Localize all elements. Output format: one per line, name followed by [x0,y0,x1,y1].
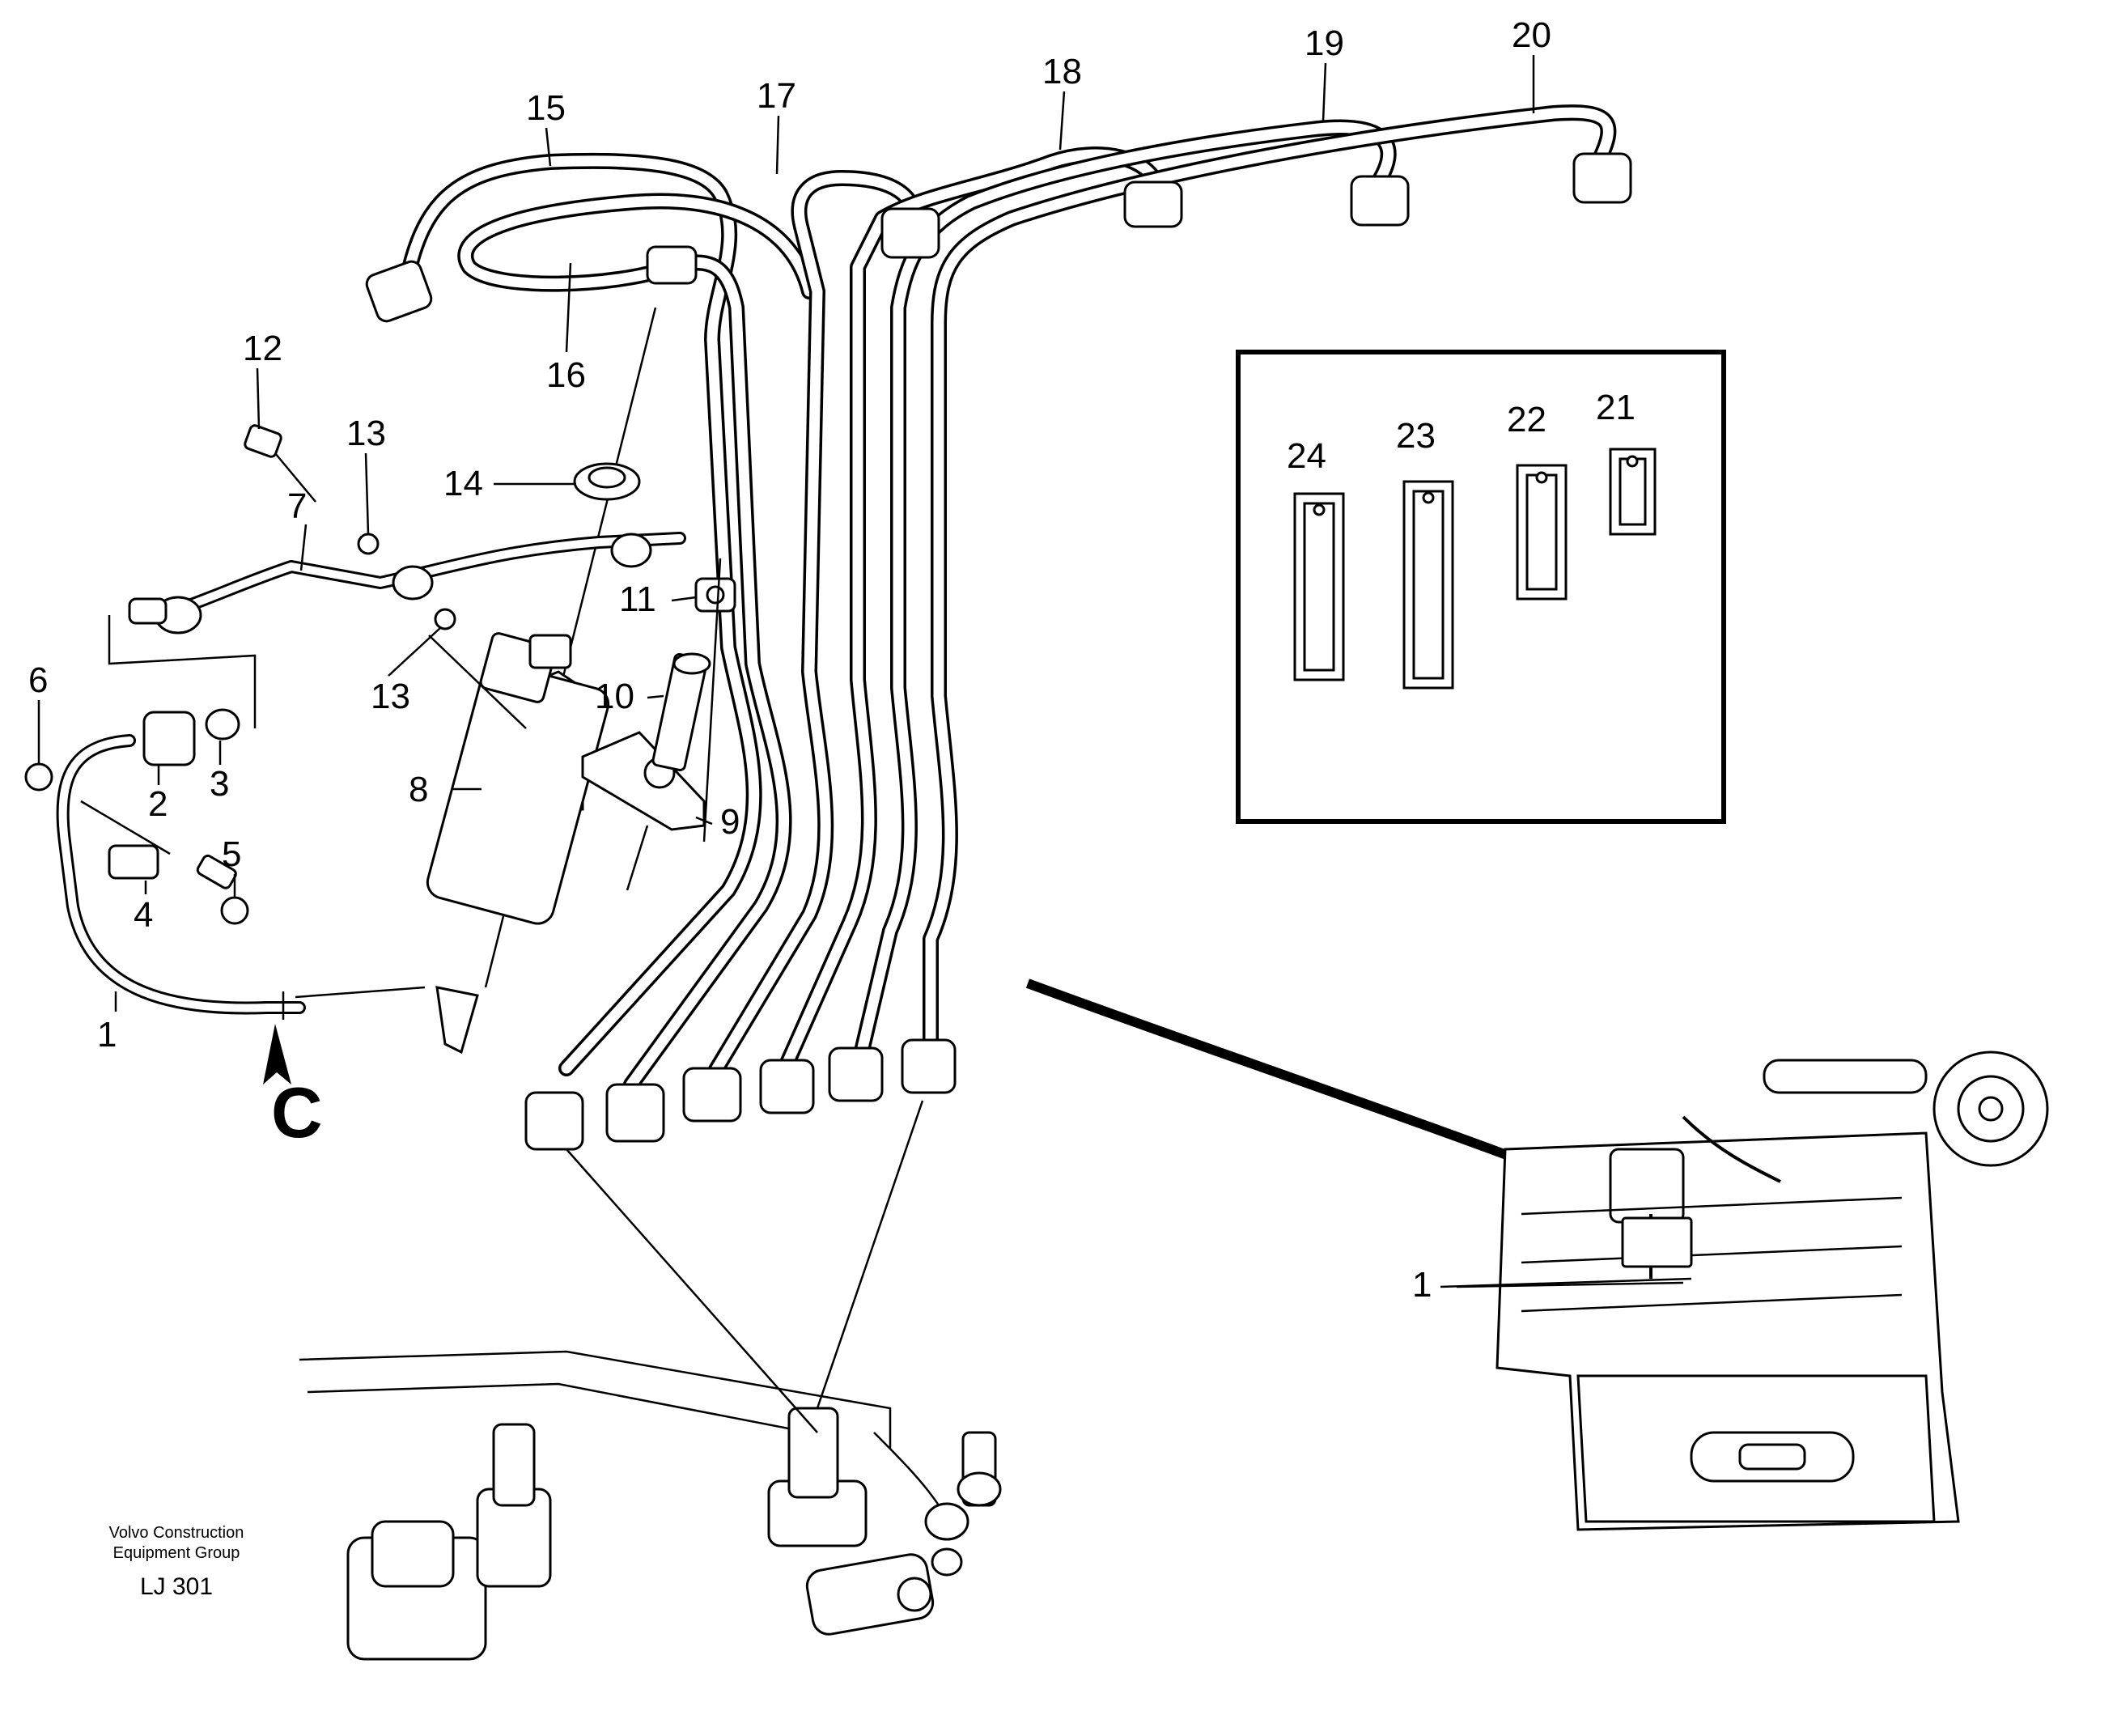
footer-line1: Volvo Construction [109,1524,244,1542]
callout-13-lower: 13 [371,677,410,716]
pipe-nuts-top [365,152,1632,323]
callout-4: 4 [134,895,153,935]
leak-off-line [108,424,686,729]
return-pipe [24,708,426,1084]
footer-code: LJ 301 [140,1573,213,1600]
callout-1: 1 [97,1015,117,1055]
callout-engine-1: 1 [1412,1265,1432,1305]
callout-6: 6 [28,660,48,700]
callout-13-upper: 13 [346,414,386,453]
callout-12: 12 [243,329,282,368]
callout-11: 11 [619,579,656,619]
callout-24: 24 [1287,436,1326,476]
engine-overview [1025,978,2049,1531]
callout-15: 15 [526,88,566,128]
callout-10: 10 [595,677,634,716]
callouts: 1 2 3 4 5 6 7 8 9 10 11 12 13 13 14 15 1… [28,15,1635,1305]
view-marker-c: C [271,1072,323,1152]
injector [426,307,657,1055]
callout-23: 23 [1396,416,1436,456]
leader-lines [37,55,1684,1288]
callout-18: 18 [1042,52,1082,91]
callout-7: 7 [287,486,307,526]
delivery-pipes [397,104,1617,1093]
pipe-nuts-bottom [524,1038,957,1151]
footer-credit: Volvo Construction Equipment Group LJ 30… [109,1524,244,1600]
callout-19: 19 [1305,23,1344,63]
callout-16: 16 [546,355,586,395]
footer-line2: Equipment Group [113,1544,240,1562]
clamp-assembly [581,558,736,891]
callout-2: 2 [148,784,168,824]
callout-8: 8 [409,770,428,809]
callout-20: 20 [1512,15,1551,55]
callout-14: 14 [443,464,483,503]
callout-3: 3 [210,764,229,804]
injection-pump-detail [299,1100,1002,1661]
callout-5: 5 [222,834,241,874]
callout-9: 9 [720,802,740,842]
callout-21: 21 [1596,388,1635,427]
clip-detail-box [1236,350,1726,824]
callout-22: 22 [1507,400,1546,439]
callout-17: 17 [757,76,796,116]
